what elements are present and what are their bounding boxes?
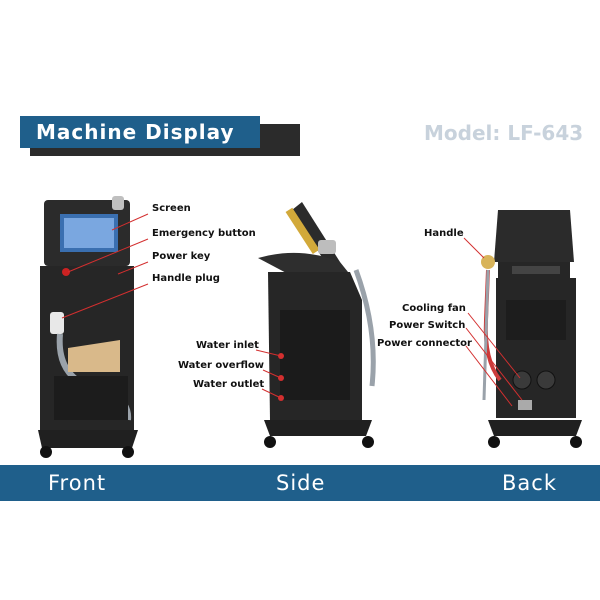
model-label: Model: LF-643 xyxy=(424,121,584,145)
callout-handle: Handle xyxy=(424,228,464,239)
view-label-band xyxy=(0,465,600,501)
callout-power-connector: Power connector xyxy=(377,338,472,349)
callout-water-overflow: Water overflow xyxy=(178,360,265,371)
callout-handle-plug: Handle plug xyxy=(152,273,220,284)
view-label-back: Back xyxy=(502,471,557,495)
title-bar xyxy=(20,116,260,148)
callout-water-inlet: Water inlet xyxy=(196,340,259,351)
callout-screen: Screen xyxy=(152,203,191,214)
callout-water-outlet: Water outlet xyxy=(193,379,265,390)
side-machine xyxy=(258,202,376,448)
view-label-side: Side xyxy=(276,471,326,495)
callout-emergency-button: Emergency button xyxy=(152,228,256,239)
callout-power-key: Power key xyxy=(152,251,211,262)
back-machine xyxy=(481,210,582,448)
view-label-front: Front xyxy=(48,471,107,495)
callout-cooling-fan: Cooling fan xyxy=(402,303,466,314)
front-machine xyxy=(38,196,138,458)
callout-power-switch: Power Switch xyxy=(389,320,466,331)
page-title: Machine Display xyxy=(36,120,235,144)
